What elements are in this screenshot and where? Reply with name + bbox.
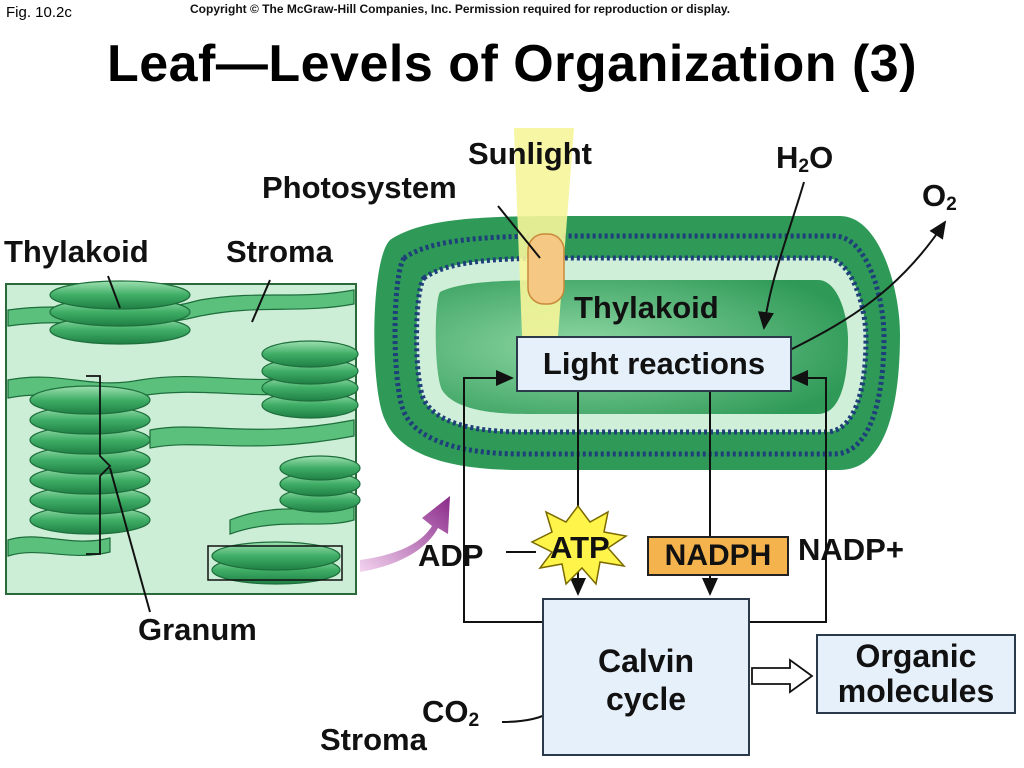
label-stroma-top: Stroma <box>226 234 333 269</box>
label-adp: ADP <box>418 538 484 573</box>
zoom-arrow <box>360 496 450 572</box>
granum-bracket <box>86 375 112 555</box>
calvin-line1: Calvin <box>597 643 695 679</box>
label-thylakoid-left: Thylakoid <box>4 234 149 269</box>
organic-line1: Organic <box>855 638 977 674</box>
organic-line2: molecules <box>837 673 995 709</box>
copyright-notice: Copyright © The McGraw-Hill Companies, I… <box>190 2 731 16</box>
label-thylakoid-inner: Thylakoid <box>574 290 719 325</box>
label-h2o: H2O <box>776 140 834 177</box>
label-atp: ATP <box>550 530 610 565</box>
label-nadp: NADP+ <box>798 532 904 567</box>
label-o2: O2 <box>922 178 957 215</box>
nadph-box: NADPH <box>647 536 789 576</box>
label-co2: CO2 <box>422 694 480 731</box>
output-arrow <box>751 658 814 694</box>
calvin-cycle-box: Calvin cycle <box>542 598 750 756</box>
thylakoid-network <box>7 280 361 585</box>
page-title: Leaf—Levels of Organization (3) <box>106 35 918 93</box>
atp-star <box>530 504 628 586</box>
label-stroma-bottom: Stroma <box>320 722 427 757</box>
organic-molecules-box: Organic molecules <box>816 634 1016 714</box>
light-reactions-box: Light reactions <box>516 336 792 392</box>
selection-box <box>207 545 343 581</box>
label-sunlight: Sunlight <box>468 136 592 171</box>
label-photosystem: Photosystem <box>262 170 457 205</box>
granum-stack <box>29 385 151 535</box>
photosystem <box>527 233 565 305</box>
figure-label: Fig. 10.2c <box>6 4 72 21</box>
calvin-line2: cycle <box>605 681 687 717</box>
label-granum: Granum <box>138 612 257 647</box>
